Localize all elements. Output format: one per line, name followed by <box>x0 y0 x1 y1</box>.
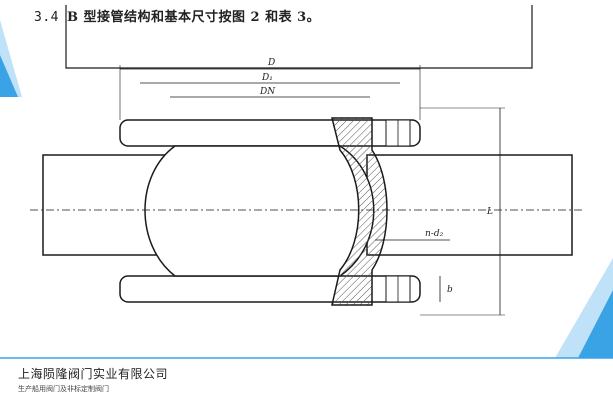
label-d1: D₁ <box>261 73 273 83</box>
company-tagline: 生产船用阀门及非标定制阀门 <box>18 385 109 393</box>
lower-flange <box>119 275 421 303</box>
corner-accent-bottom-right-dark <box>578 290 613 358</box>
rubber-section-hatched <box>331 117 388 306</box>
label-bolt: n-d₂ <box>425 229 444 239</box>
label-d: D <box>267 58 275 68</box>
title-frame <box>65 5 533 69</box>
section-heading: 3.4 B 型接管结构和基本尺寸按图 2 和表 3。 <box>34 6 320 25</box>
upper-flange <box>119 119 421 147</box>
corner-accent-top-left-dark <box>0 55 18 97</box>
section-text: B 型接管结构和基本尺寸按图 2 和表 3。 <box>66 10 321 25</box>
rubber-sphere <box>144 145 375 277</box>
label-l: L <box>486 207 493 217</box>
rubber-joint-drawing: D D₁ DN L n-d₂ b <box>0 5 613 359</box>
section-number: 3.4 <box>34 10 59 25</box>
company-name: 上海陨隆阀门实业有限公司 <box>18 367 169 381</box>
label-b: b <box>447 285 453 295</box>
label-dn: DN <box>259 87 276 97</box>
